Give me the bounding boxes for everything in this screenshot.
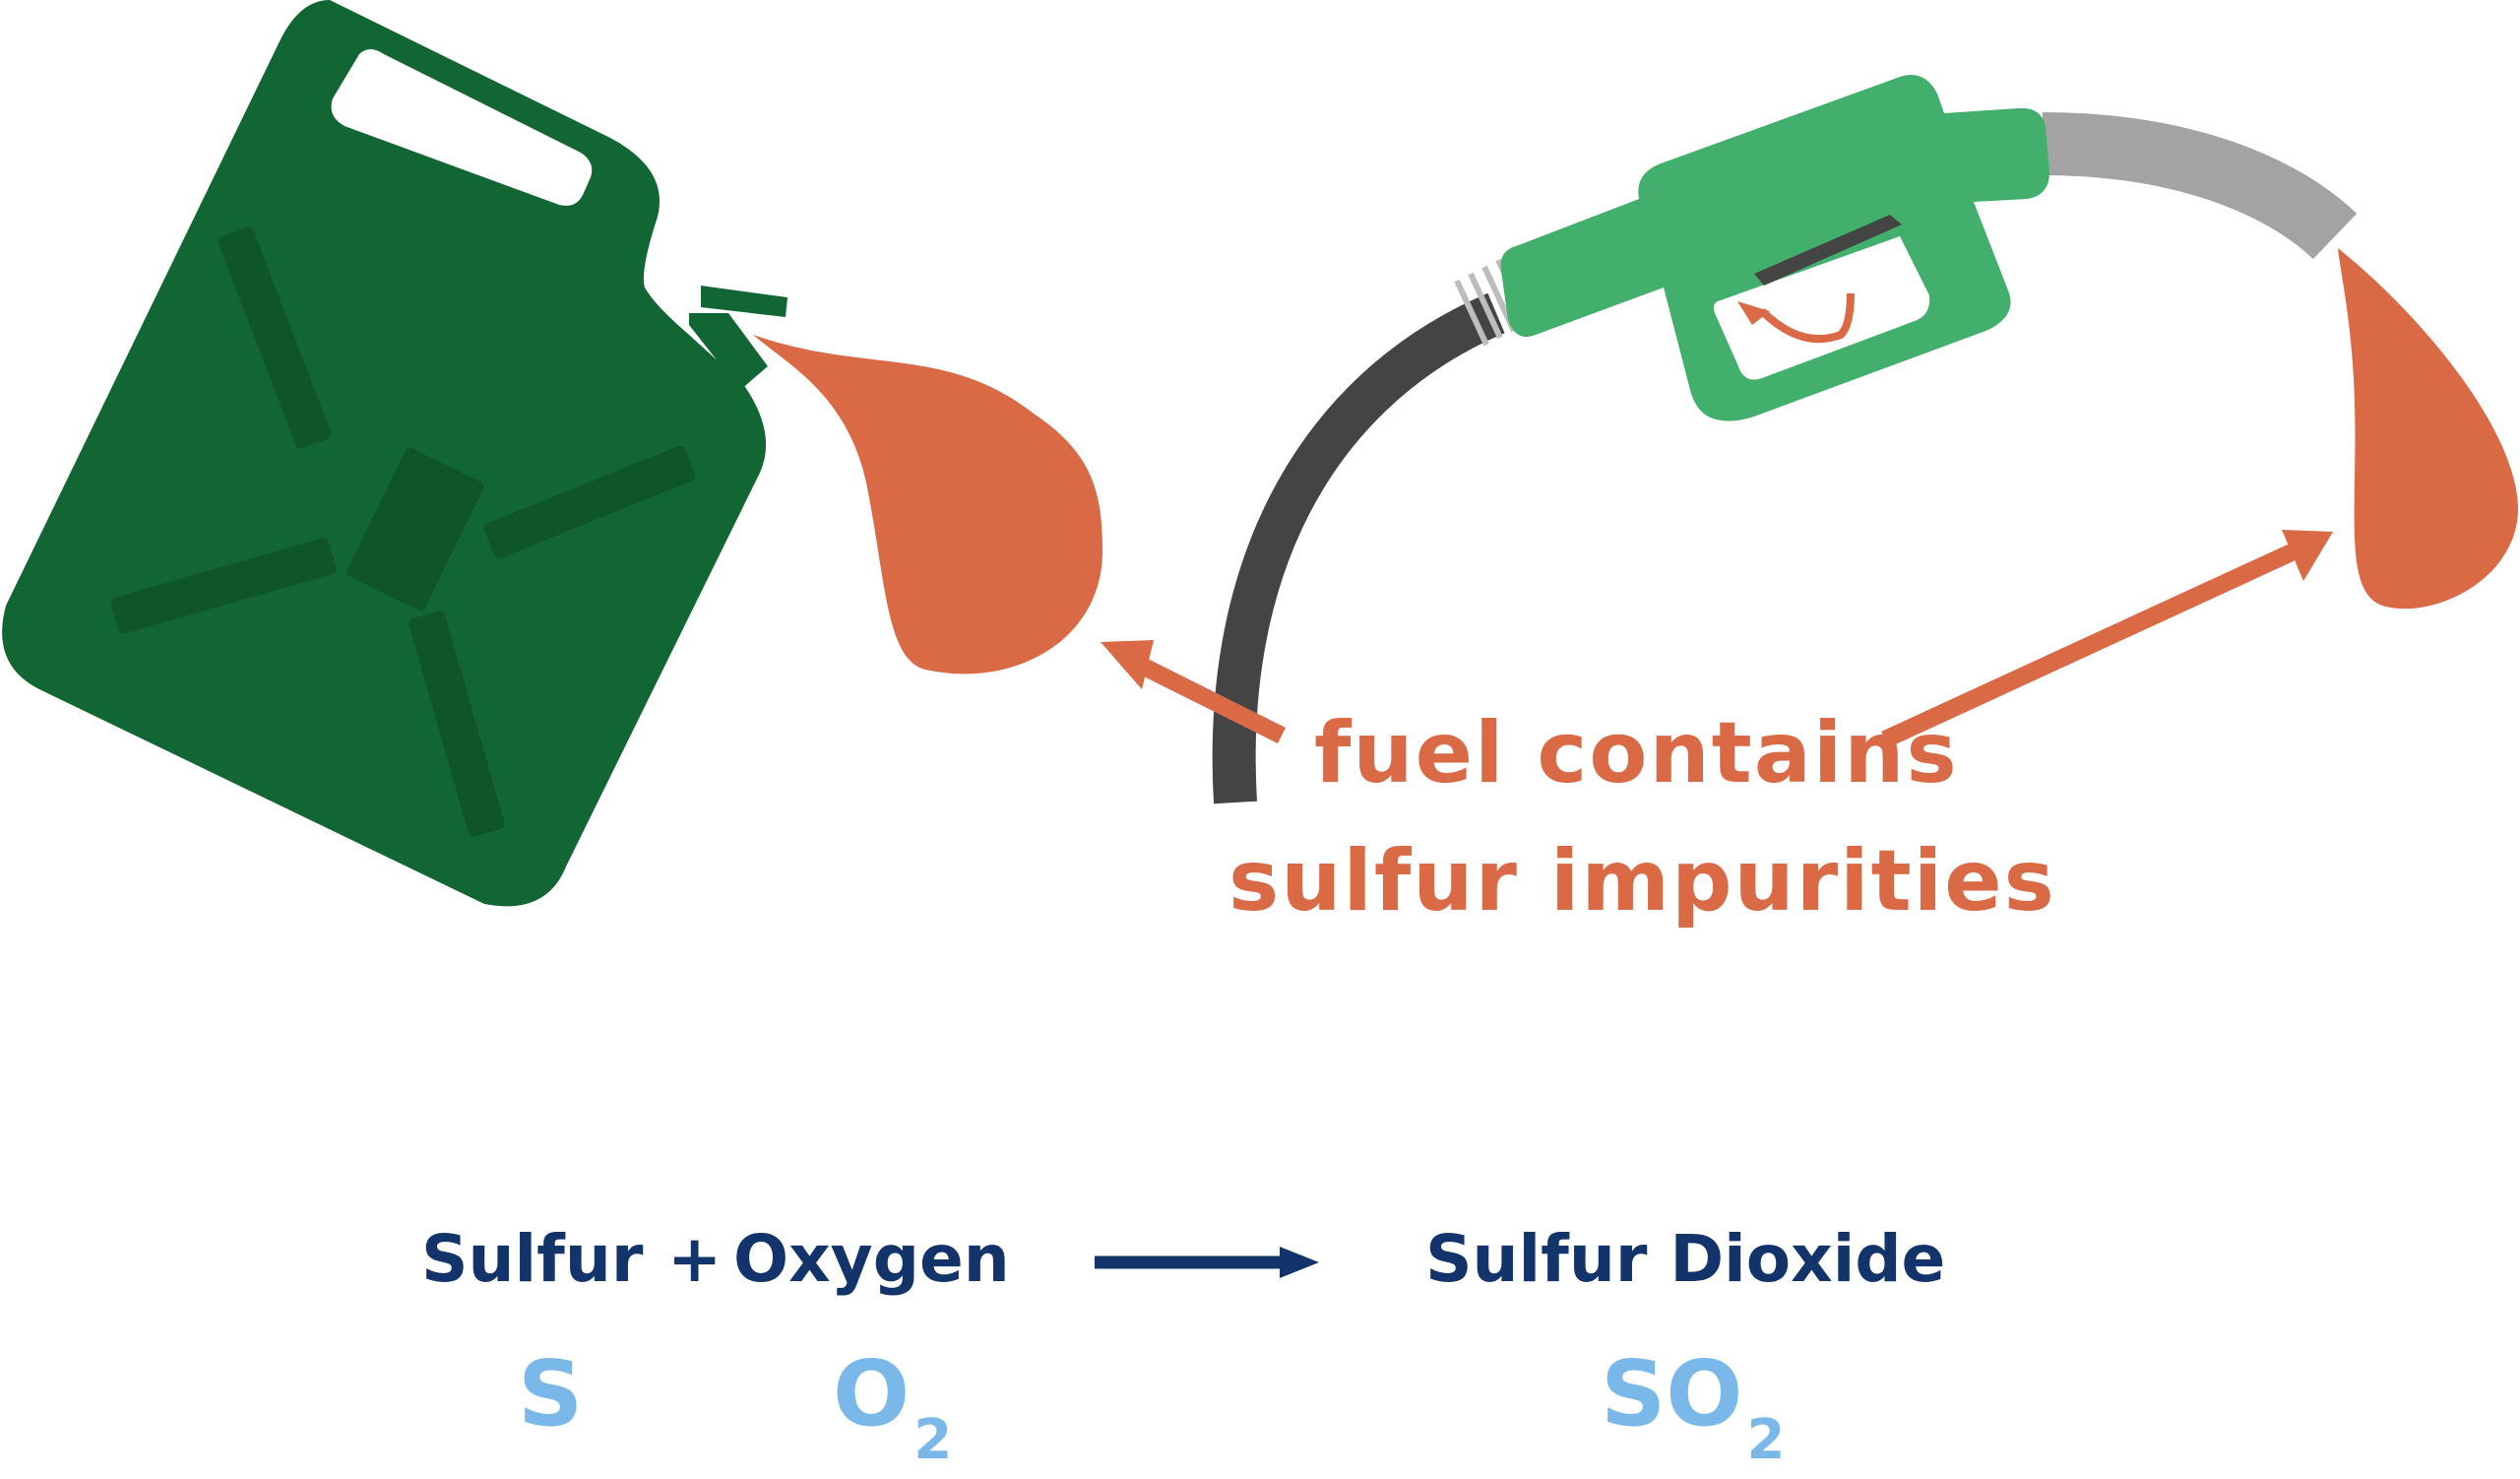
caption-arrow-left <box>1101 640 1287 744</box>
reactant-oxygen: Oxygen <box>733 1221 1010 1297</box>
symbol-oxygen: O2 <box>833 1349 952 1468</box>
caption-arrow-right <box>1881 530 2333 748</box>
caption-line-1: fuel contains <box>1314 704 1959 803</box>
product-sulfur-dioxide: Sulfur Dioxide <box>1425 1221 1946 1297</box>
symbol-sulfur: S <box>518 1341 584 1447</box>
jerry-can-icon <box>2 0 788 907</box>
fuel-nozzle-icon <box>1500 75 2049 421</box>
symbol-sulfur-dioxide: SO2 <box>1601 1349 1785 1468</box>
caption-line-2: sulfur impurities <box>1228 832 2056 931</box>
reactant-sulfur: Sulfur <box>421 1221 644 1297</box>
symbol-oxygen-subscript: 2 <box>914 1408 953 1472</box>
plus-sign: + <box>667 1221 723 1297</box>
symbol-oxygen-letter: O <box>833 1341 911 1447</box>
fuel-drop-icon <box>753 248 2519 675</box>
symbol-so-letters: SO <box>1601 1341 1743 1447</box>
reaction-arrow <box>1095 1247 1319 1278</box>
symbol-so-subscript: 2 <box>1746 1408 1786 1472</box>
